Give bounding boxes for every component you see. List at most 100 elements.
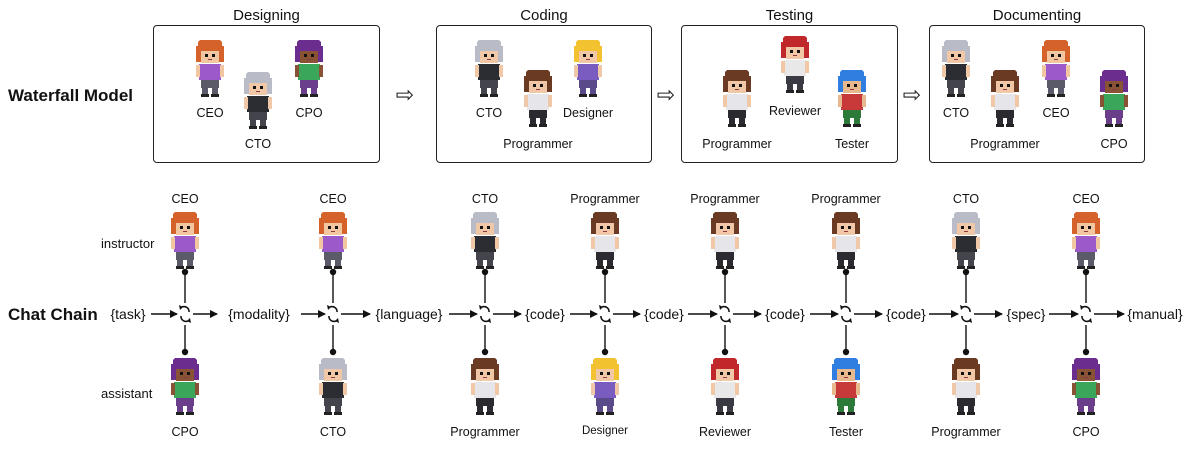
assistant-connector-dot <box>842 348 850 356</box>
assistant-connector-dot <box>1082 348 1090 356</box>
agent-cto <box>468 210 502 270</box>
loop-icon-bottom-arc <box>328 315 337 323</box>
instructor-connector-dot <box>721 268 729 276</box>
agent-reviewer <box>778 34 812 94</box>
assistant-role-label: Programmer <box>931 425 1001 439</box>
artifact-code: {code} <box>525 306 565 322</box>
loop-icon-arrowhead <box>727 318 731 323</box>
agent-ceo <box>1039 38 1073 98</box>
loop-icon-arrowhead <box>479 305 483 310</box>
instructor-role-label: CEO <box>319 192 347 206</box>
agent-ceo <box>316 210 350 270</box>
loop-icon-top-arc <box>1082 305 1091 313</box>
role-label: Programmer <box>970 137 1040 151</box>
role-label: Programmer <box>702 137 772 151</box>
phase-arrow-icon: ⇨ <box>902 82 922 107</box>
agent-cpo <box>168 356 202 416</box>
artifact-task: {task} <box>110 306 146 322</box>
assistant-connector-dot <box>721 348 729 356</box>
agent-cpo <box>1069 356 1103 416</box>
assistant-connector-dot <box>181 348 189 356</box>
phase-arrow-icon: ⇨ <box>656 82 676 107</box>
instructor-role-label: Programmer <box>570 192 640 206</box>
loop-icon-arrowhead <box>327 305 331 310</box>
assistant-role-label: Designer <box>581 425 629 437</box>
agent-programmer <box>708 210 742 270</box>
loop-icon-arrowhead <box>335 318 339 323</box>
agent-tester <box>835 68 869 128</box>
agent-ceo <box>168 210 202 270</box>
agent-programmer <box>720 68 754 128</box>
artifact-modality: {modality} <box>228 306 290 322</box>
assistant-connector-dot <box>601 348 609 356</box>
instructor-role-label: Programmer <box>811 192 881 206</box>
instructor-connector-dot <box>329 268 337 276</box>
role-label: CTO <box>244 137 272 151</box>
instructor-connector-dot <box>842 268 850 276</box>
chat-chain-label: Chat Chain <box>8 305 98 324</box>
loop-icon-bottom-arc <box>720 315 729 323</box>
loop-icon-arrowhead <box>607 318 611 323</box>
loop-icon-arrowhead <box>487 318 491 323</box>
agent-designer <box>588 356 622 416</box>
loop-icon-top-arc <box>601 305 610 313</box>
agent-cpo <box>1097 68 1131 128</box>
agent-reviewer <box>708 356 742 416</box>
agent-cto <box>241 70 275 130</box>
role-label: CEO <box>196 106 224 120</box>
loop-icon-arrowhead <box>960 305 964 310</box>
agent-cto <box>939 38 973 98</box>
agent-cto <box>316 356 350 416</box>
instructor-role-label: CEO <box>1072 192 1100 206</box>
agent-designer <box>571 38 605 98</box>
assistant-role-label: Tester <box>828 425 864 439</box>
instructor-label: instructor <box>101 236 155 251</box>
loop-icon-arrowhead <box>840 305 844 310</box>
artifact-code: {code} <box>765 306 805 322</box>
phase-title-coding: Coding <box>520 7 568 24</box>
loop-icon-top-arc <box>962 305 971 313</box>
assistant-role-label: CPO <box>1072 425 1100 439</box>
loop-icon-arrowhead <box>968 318 972 323</box>
role-label: CPO <box>295 106 323 120</box>
phase-title-designing: Designing <box>233 7 300 24</box>
agent-cto <box>949 210 983 270</box>
agent-programmer <box>988 68 1022 128</box>
assistant-connector-dot <box>481 348 489 356</box>
assistant-connector-dot <box>329 348 337 356</box>
agent-programmer <box>949 356 983 416</box>
instructor-connector-dot <box>601 268 609 276</box>
phase-box-designing: CEO CTO CPO <box>153 25 380 163</box>
phase-arrow-icon: ⇨ <box>395 82 415 107</box>
instructor-connector-dot <box>962 268 970 276</box>
loop-icon-top-arc <box>329 305 338 313</box>
loop-icon-bottom-arc <box>480 315 489 323</box>
assistant-role-label: Programmer <box>450 425 520 439</box>
instructor-role-label: Programmer <box>690 192 760 206</box>
loop-icon-top-arc <box>842 305 851 313</box>
role-label: Reviewer <box>768 104 822 118</box>
artifact-language: {language} <box>375 306 443 322</box>
waterfall-model-label: Waterfall Model <box>8 86 133 105</box>
assistant-label: assistant <box>101 386 153 401</box>
role-label: Tester <box>834 137 870 151</box>
phase-box-documenting: CTO Programmer CEO CPO <box>929 25 1145 163</box>
agent-ceo <box>193 38 227 98</box>
loop-icon-bottom-arc <box>841 315 850 323</box>
loop-icon-arrowhead <box>848 318 852 323</box>
role-label: CTO <box>475 106 503 120</box>
loop-icon-arrowhead <box>719 305 723 310</box>
assistant-role-label: Reviewer <box>698 425 752 439</box>
assistant-role-label: CPO <box>171 425 199 439</box>
agent-programmer <box>588 210 622 270</box>
instructor-connector-dot <box>1082 268 1090 276</box>
agent-tester <box>829 356 863 416</box>
agent-cpo <box>292 38 326 98</box>
assistant-role-label: CTO <box>319 425 347 439</box>
loop-icon-arrowhead <box>599 305 603 310</box>
phase-title-testing: Testing <box>765 7 814 24</box>
role-label: CEO <box>1042 106 1070 120</box>
role-label: Programmer <box>503 137 573 151</box>
agent-cto <box>472 38 506 98</box>
instructor-role-label: CTO <box>952 192 980 206</box>
